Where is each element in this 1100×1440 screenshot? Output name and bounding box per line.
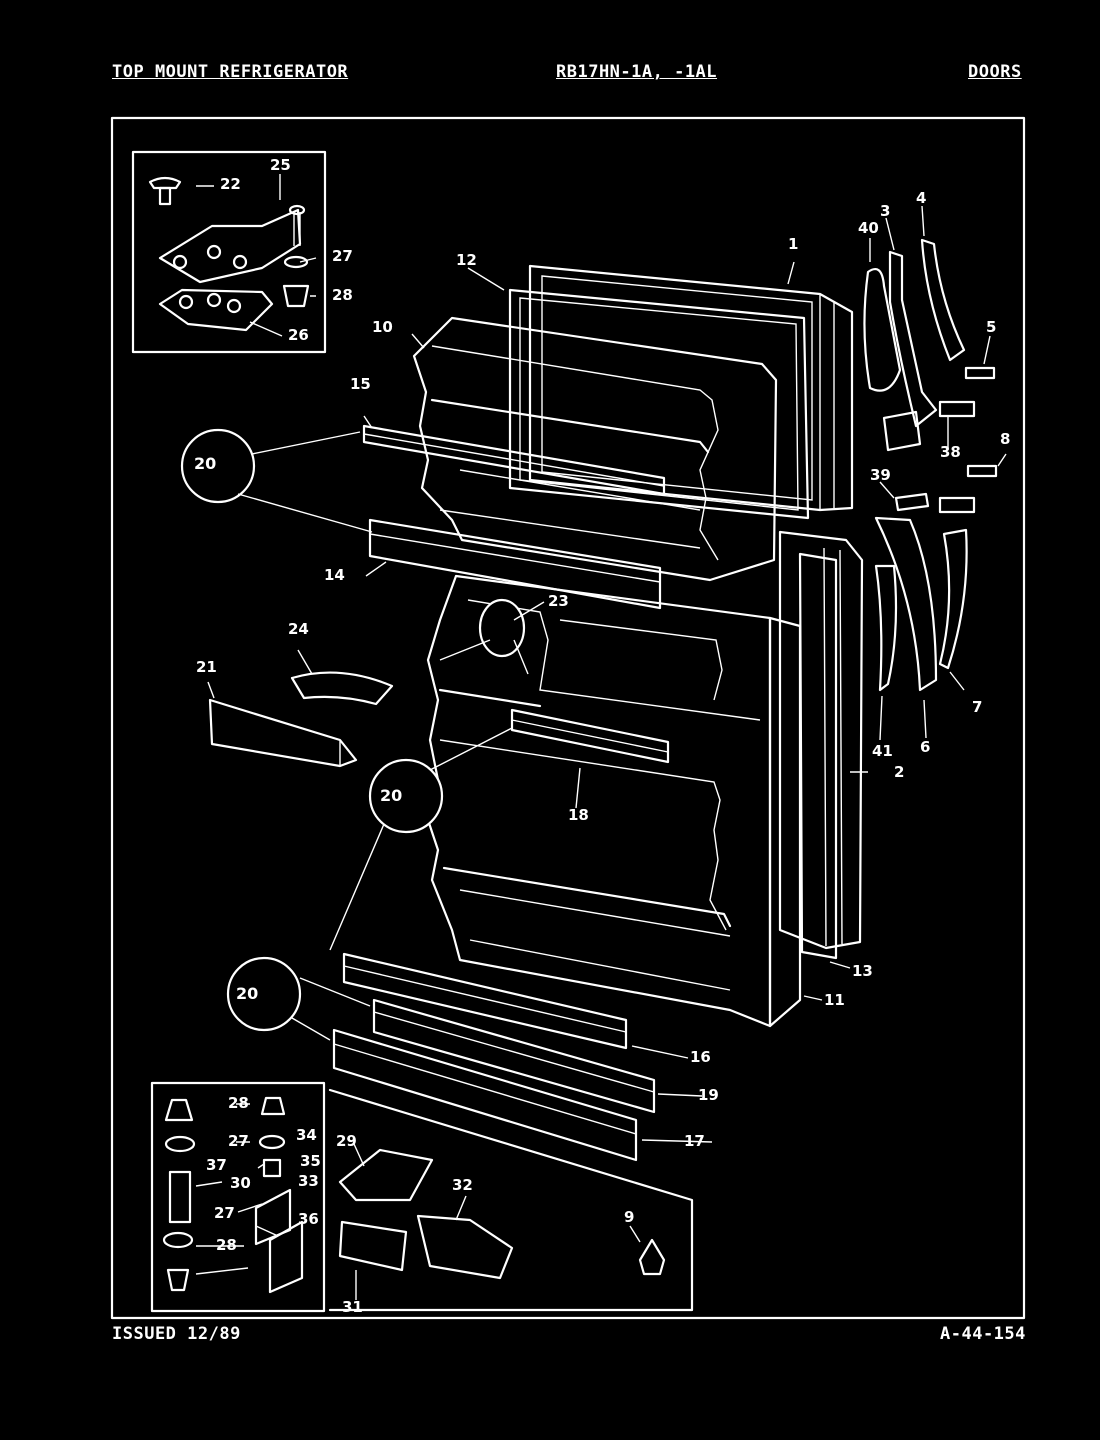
callout-39: 39	[870, 466, 891, 484]
callout-2: 2	[894, 763, 905, 781]
part-31-plate	[338, 1220, 408, 1272]
callout-34: 34	[296, 1126, 317, 1144]
callout-27-inset-bottom: 27	[214, 1204, 235, 1222]
callout-22: 22	[220, 175, 241, 193]
part-29-plate	[338, 1148, 434, 1202]
callout-20-top: 20	[194, 454, 217, 473]
callout-9: 9	[624, 1208, 635, 1226]
callout-1: 1	[788, 235, 799, 253]
top-hinge-inset	[131, 150, 327, 354]
header-title: TOP MOUNT REFRIGERATOR	[112, 62, 349, 82]
callout-3: 3	[880, 202, 891, 220]
callout-28-inset-bottom: 28	[216, 1236, 237, 1254]
callout-27-inset-top: 27	[228, 1132, 249, 1150]
callout-35: 35	[300, 1152, 321, 1170]
callout-16: 16	[690, 1048, 711, 1066]
callout-13: 13	[852, 962, 873, 980]
handle-parts	[863, 238, 998, 692]
callout-leaders	[195, 174, 1007, 1300]
footer-code: A-44-154	[940, 1324, 1026, 1344]
callout-14: 14	[324, 566, 345, 584]
callout-17: 17	[684, 1132, 705, 1150]
callout-31: 31	[342, 1298, 363, 1316]
callout-18: 18	[568, 806, 589, 824]
diagram-frame	[110, 116, 1026, 1320]
callout-30: 30	[230, 1174, 251, 1192]
callout-26: 26	[288, 326, 309, 344]
callout-40: 40	[858, 219, 879, 237]
part-21-handle	[208, 698, 358, 768]
detail-circles	[180, 428, 529, 1041]
footer-issued: ISSUED 12/89	[112, 1324, 241, 1344]
callout-5: 5	[986, 318, 997, 336]
freezer-door-assembly	[362, 264, 854, 610]
callout-8: 8	[1000, 430, 1011, 448]
part-24-trim	[290, 671, 394, 706]
callout-19: 19	[698, 1086, 719, 1104]
callout-7: 7	[972, 698, 983, 716]
callout-21: 21	[196, 658, 217, 676]
callout-41: 41	[872, 742, 893, 760]
callout-20-middle: 20	[380, 786, 403, 805]
callout-38: 38	[940, 443, 961, 461]
callout-24: 24	[288, 620, 309, 638]
part-32-bracket	[416, 1214, 514, 1280]
callout-29: 29	[336, 1132, 357, 1150]
callout-11: 11	[824, 991, 845, 1009]
callout-25: 25	[270, 156, 291, 174]
callout-36: 36	[298, 1210, 319, 1228]
callout-33: 33	[298, 1172, 319, 1190]
part-9-plug	[638, 1238, 666, 1276]
callout-4: 4	[916, 189, 927, 207]
bottom-hinge-inset	[150, 1081, 326, 1313]
callout-10: 10	[372, 318, 393, 336]
callout-6: 6	[920, 738, 931, 756]
callout-28-inset-top: 28	[228, 1094, 249, 1112]
callout-28: 28	[332, 286, 353, 304]
header-model: RB17HN-1A, -1AL	[556, 62, 718, 82]
bottom-hinge-plate-area	[328, 1088, 694, 1312]
callout-32: 32	[452, 1176, 473, 1194]
fresh-food-door-assembly	[332, 530, 864, 1162]
callout-27: 27	[332, 247, 353, 265]
callout-20-bottom: 20	[236, 984, 259, 1003]
callout-37: 37	[206, 1156, 227, 1174]
callout-15: 15	[350, 375, 371, 393]
callout-23: 23	[548, 592, 569, 610]
header-section: DOORS	[968, 62, 1022, 82]
callout-12: 12	[456, 251, 477, 269]
